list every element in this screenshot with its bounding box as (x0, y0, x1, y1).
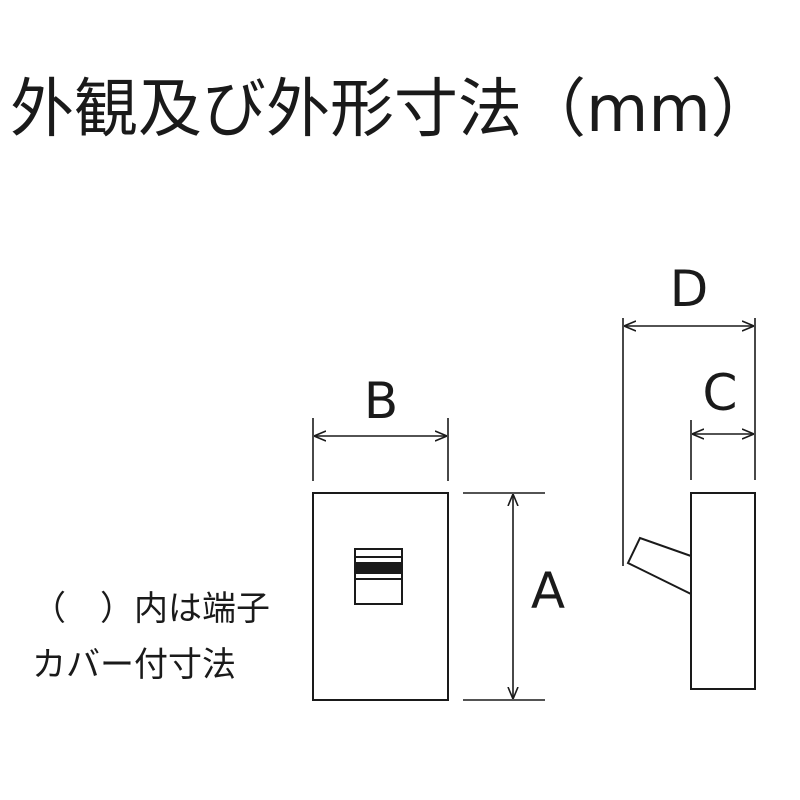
label-d: D (670, 260, 709, 318)
dimension-d: D (622, 260, 756, 566)
label-a: A (531, 562, 565, 620)
dimension-b: B (312, 372, 449, 481)
label-b: B (364, 372, 398, 430)
note-line-1: （ ）内は端子 (32, 589, 270, 629)
page-title: 外観及び外形寸法（mm） (10, 73, 775, 147)
side-view-body (690, 492, 756, 690)
dimension-a: A (463, 492, 565, 701)
label-c: C (703, 364, 738, 422)
note-line-2: カバー付寸法 (32, 645, 236, 685)
front-view-body (312, 492, 449, 701)
dimension-c: C (690, 364, 753, 480)
side-view (626, 492, 756, 690)
front-view (312, 492, 449, 701)
breaker-handle-icon (354, 548, 403, 605)
side-view-handle (626, 536, 692, 596)
